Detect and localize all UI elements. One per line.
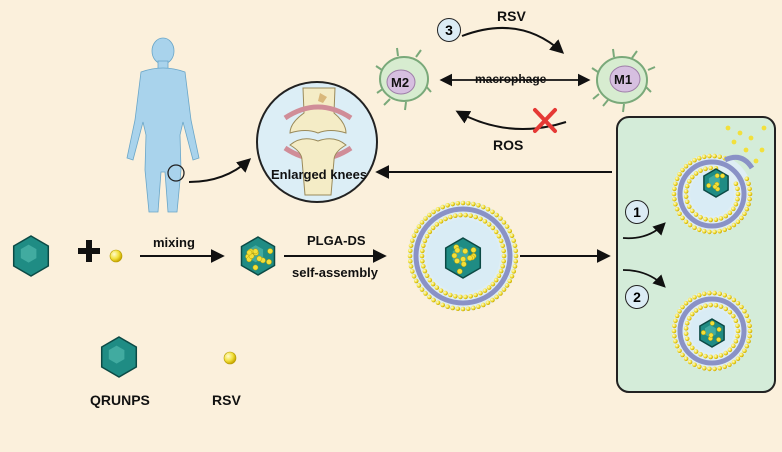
m1-label: M1 (614, 72, 633, 87)
pathway-1-arrow (622, 222, 666, 240)
human-body-icon (126, 37, 200, 213)
step-1-badge: 1 (625, 200, 649, 224)
generated-shapes (12, 153, 755, 378)
step-3-badge: 3 (437, 18, 461, 42)
plus-icon (78, 240, 100, 262)
released-rsv-particles (725, 125, 767, 164)
rsv-particle-icon (109, 249, 123, 263)
ros-polarization-arrow (455, 110, 567, 131)
macrophage-m2-icon (375, 47, 432, 111)
plga-ds-label: PLGA-DS (307, 233, 366, 248)
self-assembly-label: self-assembly (292, 265, 378, 280)
ros-label: ROS (493, 137, 524, 153)
pathway-2-arrow (622, 269, 666, 288)
legend-rsv-label: RSV (212, 392, 241, 408)
rsv-arrow-label: RSV (497, 8, 526, 24)
legend-hexagon-icon (100, 336, 138, 378)
macrophage-m1-icon (591, 48, 656, 113)
step-2-badge: 2 (625, 285, 649, 309)
knee-joint-icon (256, 81, 378, 203)
macrophage-label: macrophage (475, 72, 547, 86)
rsv-polarization-arrow (461, 26, 565, 54)
legend-qrunps-label: QRUNPS (90, 392, 150, 408)
legend-rsv-particle-icon (223, 351, 237, 365)
body-to-knee-arrow (188, 158, 252, 183)
hexagon-nanoparticle-icon (12, 235, 50, 277)
enlarged-knees-label: Enlarged knees (271, 167, 368, 182)
mixing-label: mixing (153, 235, 195, 250)
knee-highlight-circle (167, 164, 185, 182)
m2-label: M2 (391, 75, 410, 90)
membrane-fusion-segment (723, 154, 755, 170)
blocked-x-icon (533, 108, 557, 133)
